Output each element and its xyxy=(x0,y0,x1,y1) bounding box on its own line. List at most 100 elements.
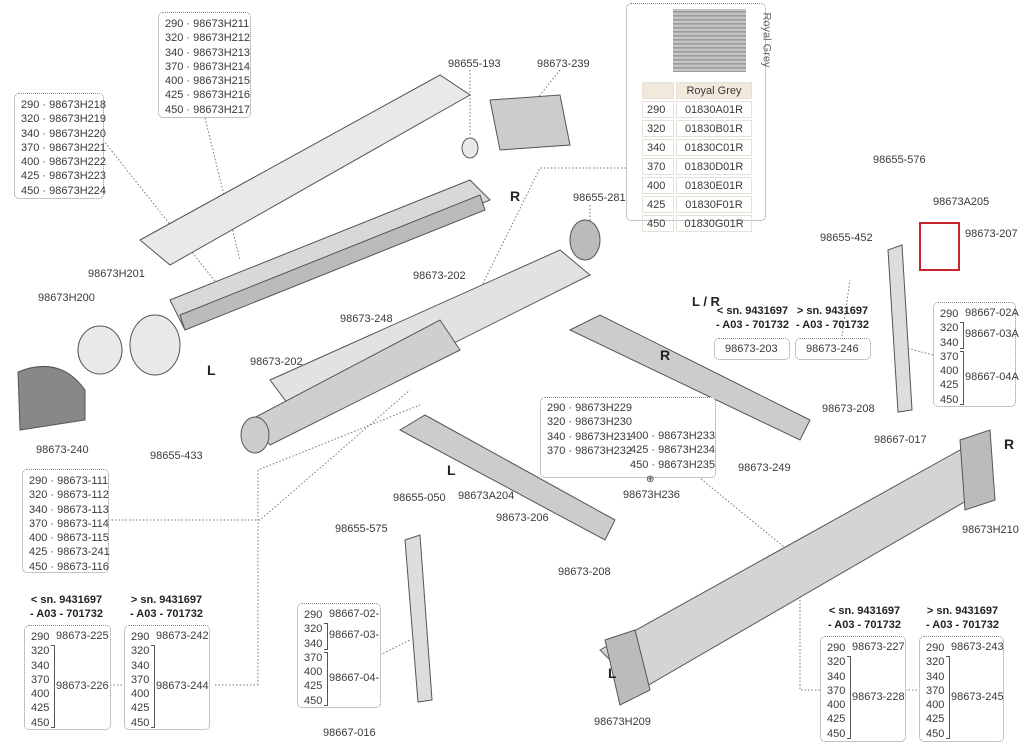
text: 320 xyxy=(131,645,150,658)
side-marker-right: R xyxy=(510,188,521,204)
part-number: 98673-228 xyxy=(852,691,905,703)
text: - A03 - 701732 xyxy=(828,619,901,631)
sn-before-heading: < sn. 9431697- A03 - 701732 xyxy=(30,593,103,621)
text: 450 xyxy=(827,727,846,740)
text: 370 xyxy=(827,684,846,697)
part-number[interactable]: 98673-203 xyxy=(725,343,778,355)
size-row: 370 · 98673H214 xyxy=(165,60,251,73)
fabric-code: 01830C01R xyxy=(676,139,752,156)
part-label[interactable]: 98673H209 xyxy=(594,716,651,728)
size-row: 340 · 98673H220 xyxy=(21,127,107,140)
part-label[interactable]: 98655-433 xyxy=(150,450,203,462)
size-row: 450 · 98673-116 xyxy=(29,560,109,573)
part-label[interactable]: 98655-452 xyxy=(820,232,873,244)
part-label[interactable]: 98673A205 xyxy=(933,196,990,208)
sn-before-heading: < sn. 9431697- A03 - 701732 xyxy=(716,304,789,332)
size-row: 425 · 98673H223 xyxy=(21,170,107,183)
fabric-code: 01830A01R xyxy=(676,101,752,118)
fabric-box: Royal Grey xyxy=(626,3,773,221)
text: 290 xyxy=(926,642,945,654)
text: > sn. 9431697 xyxy=(130,594,203,606)
size: 320 xyxy=(642,120,674,137)
highlighted-part-98673A205[interactable] xyxy=(919,222,960,271)
size-row: 290 · 98673H229 xyxy=(547,402,633,414)
part-number: 98673-243 xyxy=(951,641,1004,653)
part-label[interactable]: 98673H201 xyxy=(88,268,145,280)
fabric-swatch xyxy=(673,9,746,72)
fabric-code: 01830B01R xyxy=(676,120,752,137)
text: 400 xyxy=(31,688,50,701)
part-label[interactable]: 98673-208 xyxy=(558,566,611,578)
part-label[interactable]: 98673H210 xyxy=(962,524,1019,536)
size-row: 450 · 98673H235 xyxy=(630,458,716,471)
size-row: 400 · 98673-115 xyxy=(29,532,109,545)
text: 450 xyxy=(304,694,323,707)
part-label[interactable]: 98673-206 xyxy=(496,512,549,524)
size-row: 400 · 98673H222 xyxy=(21,156,107,169)
text: 340 xyxy=(304,637,323,650)
text: 450 xyxy=(940,393,959,406)
text: < sn. 9431697 xyxy=(828,605,901,617)
side-marker-right: R xyxy=(1004,436,1015,452)
part-label[interactable]: 98673H236 xyxy=(623,489,680,501)
part-label[interactable]: 98673-240 xyxy=(36,444,89,456)
part-label[interactable]: 98673-202 xyxy=(413,270,466,282)
text: 290 xyxy=(827,642,846,654)
text: - A03 - 701732 xyxy=(30,608,103,620)
part-label[interactable]: 98667-017 xyxy=(874,434,927,446)
text: 340 xyxy=(940,336,959,349)
size: 450 xyxy=(642,215,674,232)
text: 290 xyxy=(31,631,50,643)
size-row: 370 · 98673H232 xyxy=(547,444,633,457)
part-label[interactable]: 98667-016 xyxy=(323,727,376,739)
size-row: 290 · 98673-111 xyxy=(29,475,109,487)
part-label[interactable]: 98673-202 xyxy=(250,356,303,368)
part-number[interactable]: 98673-246 xyxy=(806,343,859,355)
part-label[interactable]: 98655-576 xyxy=(873,154,926,166)
part-label[interactable]: 98673-249 xyxy=(738,462,791,474)
part-label[interactable]: 98655-050 xyxy=(393,492,446,504)
text: 290 xyxy=(940,308,959,320)
part-label[interactable]: 98673A204 xyxy=(458,490,515,502)
text: 340 xyxy=(131,659,150,672)
part-label[interactable]: 98673-207 xyxy=(965,228,1018,240)
side-marker-left: L xyxy=(447,462,456,478)
part-label[interactable]: 98655-575 xyxy=(335,523,388,535)
sn-after-heading: > sn. 9431697 - A03 - 701732 xyxy=(926,604,999,632)
text: - A03 - 701732 xyxy=(926,619,999,631)
text: 450 xyxy=(31,716,50,729)
size-row: 290 · 98673H218 xyxy=(21,99,107,111)
text: 450 xyxy=(131,716,150,729)
sn-after-heading: > sn. 9431697- A03 - 701732 xyxy=(130,593,203,621)
text: 340 xyxy=(926,670,945,683)
text: 290 xyxy=(131,631,150,643)
text: 400 xyxy=(827,699,846,712)
part-label[interactable]: 98655-193 xyxy=(448,58,501,70)
part-number: 98667-02- xyxy=(329,608,380,620)
sn-after-heading: > sn. 9431697- A03 - 701732 xyxy=(796,304,869,332)
size: 400 xyxy=(642,177,674,194)
text: 400 xyxy=(940,365,959,378)
plus-icon: ⊕ xyxy=(646,474,655,485)
text: < sn. 9431697 xyxy=(716,305,789,317)
part-number: 98673-245 xyxy=(951,691,1004,703)
size: 340 xyxy=(642,139,674,156)
part-number: 98673-226 xyxy=(56,680,109,692)
size-row: 340 · 98673-113 xyxy=(29,503,109,516)
part-label[interactable]: 98673H200 xyxy=(38,292,95,304)
part-label[interactable]: 98673-239 xyxy=(537,58,590,70)
part-number: 98667-04A xyxy=(965,371,1019,383)
text: 400 xyxy=(131,688,150,701)
size-row: 320 · 98673-112 xyxy=(29,489,109,502)
fabric-code: 01830G01R xyxy=(676,215,752,232)
text: 425 xyxy=(940,379,959,392)
part-label[interactable]: 98673-208 xyxy=(822,403,875,415)
part-label[interactable]: 98673-248 xyxy=(340,313,393,325)
part-label[interactable]: 98655-281 xyxy=(573,192,626,204)
text: > sn. 9431697 xyxy=(926,605,999,617)
